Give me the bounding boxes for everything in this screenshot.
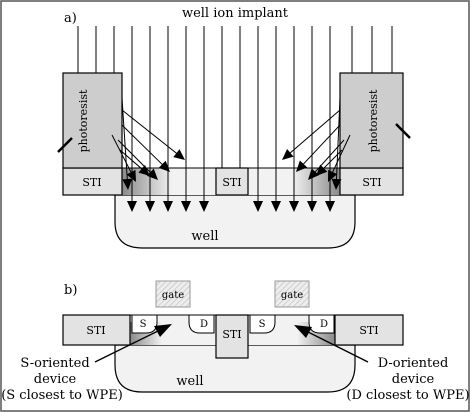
gate-right bbox=[274, 280, 310, 308]
well-b bbox=[114, 344, 356, 393]
sti-center-b-label: STI bbox=[222, 328, 241, 341]
scatter-ion-left-head bbox=[138, 165, 150, 176]
scatter-ion-right bbox=[285, 109, 341, 158]
s-oriented-arrow bbox=[94, 329, 161, 363]
sti-right-b-label: STI bbox=[359, 324, 378, 337]
scatter-ion-right bbox=[335, 97, 341, 185]
implant-beam-head bbox=[163, 201, 173, 212]
source-right-label: S bbox=[259, 319, 266, 330]
implant-beam-head bbox=[271, 201, 281, 212]
deflected-ion-right bbox=[395, 123, 411, 139]
scatter-ion-left bbox=[117, 139, 156, 178]
implant-beam-head bbox=[325, 201, 335, 212]
scatter-ion-right-head bbox=[328, 169, 338, 182]
scatter-ion-left bbox=[121, 124, 168, 170]
implant-beam-head bbox=[289, 201, 299, 212]
implant-beam-head bbox=[127, 201, 137, 212]
d-oriented-arrowhead bbox=[294, 325, 312, 338]
implant-title: well ion implant bbox=[182, 6, 289, 21]
implant-beam-head bbox=[307, 201, 317, 212]
gate-left-label: gate bbox=[162, 290, 184, 301]
sti-center-a-label: STI bbox=[222, 176, 241, 189]
scatter-ion-left-head bbox=[126, 169, 136, 182]
photoresist-left-label: photoresist bbox=[77, 89, 90, 152]
sti-left-a bbox=[62, 167, 123, 196]
d-oriented-line2: device bbox=[392, 372, 435, 387]
scatter-ion-right-head bbox=[316, 164, 328, 176]
drain-right bbox=[308, 314, 335, 334]
implant-arrows bbox=[77, 26, 393, 212]
panel-b: b) well S D S D STI STI STI gate gate bbox=[1, 280, 470, 403]
s-oriented-line2: device bbox=[34, 372, 77, 387]
sti-left-b-label: STI bbox=[86, 324, 105, 337]
sti-right-b bbox=[334, 314, 404, 346]
panel-a-label: a) bbox=[64, 11, 77, 26]
photoresist-left bbox=[62, 72, 123, 169]
drain-left bbox=[188, 314, 215, 334]
gate-right-label: gate bbox=[281, 290, 303, 301]
s-oriented-line1: S-oriented bbox=[20, 356, 89, 371]
scatter-ion-left-head bbox=[122, 178, 133, 190]
d-oriented-line3: (D closest to WPE) bbox=[346, 388, 469, 403]
scatter-ion-left-head bbox=[146, 168, 158, 180]
gate-left bbox=[155, 280, 191, 308]
scatter-ion-left-head bbox=[158, 160, 170, 172]
scatter-arrows bbox=[57, 97, 411, 190]
s-oriented-arrowhead bbox=[154, 324, 172, 337]
implant-beam-head bbox=[181, 201, 191, 212]
sti-left-a-label: STI bbox=[82, 176, 101, 189]
drain-right-label: D bbox=[320, 319, 328, 330]
sti-left-b bbox=[62, 314, 131, 346]
implant-beam-head bbox=[199, 201, 209, 212]
sti-center-a bbox=[215, 167, 249, 196]
source-right bbox=[249, 314, 276, 334]
d-oriented-arrow bbox=[305, 330, 369, 363]
scatter-ion-right bbox=[298, 124, 341, 170]
scatter-ion-left-head bbox=[173, 149, 185, 160]
scatter-ion-right-head bbox=[308, 168, 320, 180]
scatter-ion-left bbox=[111, 134, 136, 180]
source-left-label: S bbox=[140, 319, 147, 330]
well-a-label: well bbox=[191, 229, 218, 244]
photoresist-right bbox=[339, 72, 404, 169]
implant-beam-head bbox=[145, 201, 155, 212]
panel-b-label: b) bbox=[64, 283, 77, 298]
s-oriented-line3: (S closest to WPE) bbox=[1, 388, 123, 403]
scatter-ion-left bbox=[121, 97, 129, 185]
drain-left-label: D bbox=[200, 319, 208, 330]
scatter-ion-right-head bbox=[296, 160, 308, 172]
d-oriented-line1: D-oriented bbox=[378, 356, 449, 371]
sti-right-a-label: STI bbox=[362, 176, 381, 189]
photoresist-right-label: photoresist bbox=[367, 89, 380, 152]
scatter-ion-right bbox=[328, 134, 351, 180]
scatter-ion-left bbox=[121, 109, 182, 158]
scatter-ion-right-head bbox=[331, 178, 342, 190]
implant-beam-head bbox=[253, 201, 263, 212]
panel-a: a) well ion implant well STI STI STI pho… bbox=[57, 6, 411, 249]
source-left bbox=[131, 314, 158, 334]
well-b-label: well bbox=[176, 374, 203, 389]
deflected-ion-left bbox=[57, 137, 73, 153]
scatter-ion-right-head bbox=[282, 149, 294, 160]
